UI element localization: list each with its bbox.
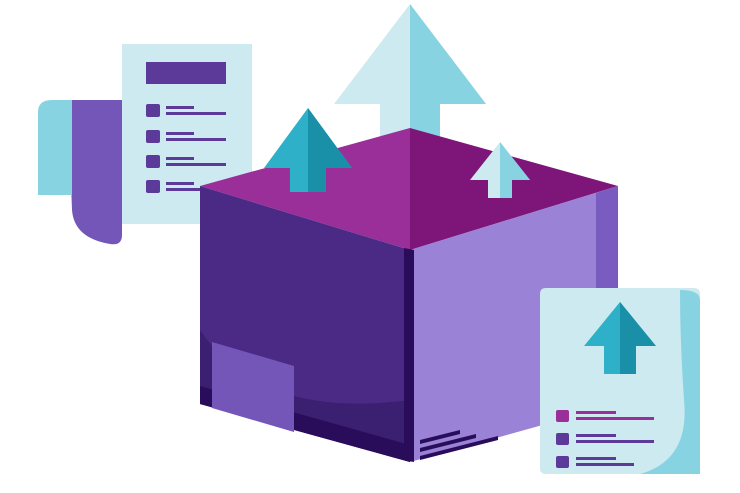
- document-line: [576, 457, 616, 460]
- document-curl: [640, 290, 700, 474]
- scroll-line: [166, 106, 194, 109]
- document-line: [576, 417, 654, 420]
- document-sheet: [540, 288, 700, 474]
- arrow-teal-dark: [308, 108, 352, 192]
- large-upload-arrow-icon: [334, 4, 486, 150]
- box-corner-edge: [404, 248, 414, 462]
- scroll-line: [166, 138, 226, 141]
- barcode-line: [420, 430, 460, 444]
- arrow-head-shade: [410, 4, 486, 150]
- document-checkbox: [556, 410, 569, 422]
- package-box-icon: [200, 128, 618, 462]
- scroll-checkbox: [146, 130, 160, 143]
- box-label-patch: [212, 342, 294, 432]
- scroll-line: [166, 188, 206, 191]
- document-line: [576, 434, 616, 437]
- scroll-curl: [68, 100, 122, 245]
- box-left-shadow: [200, 330, 410, 462]
- box-top-right: [410, 128, 618, 250]
- barcode-line: [420, 434, 476, 452]
- box-barcode-lines: [420, 430, 498, 460]
- medium-upload-arrow-icon: [264, 108, 352, 192]
- arrow-small-shade: [500, 142, 530, 198]
- scroll-edge: [38, 100, 72, 195]
- scroll-line: [166, 132, 194, 135]
- scroll-line: [166, 157, 194, 160]
- document-checklist: [556, 410, 654, 468]
- document-line: [576, 440, 654, 443]
- scroll-checkbox: [146, 180, 160, 193]
- document-checkbox: [556, 433, 569, 445]
- scroll-checklist: [146, 104, 226, 193]
- scroll-checkbox: [146, 104, 160, 117]
- small-upload-arrow-icon: [470, 142, 530, 198]
- document-arrow-dark: [620, 302, 656, 374]
- barcode-line: [420, 436, 498, 460]
- scroll-line: [166, 112, 226, 115]
- scroll-line: [166, 163, 226, 166]
- scroll-line: [166, 182, 194, 185]
- upload-document-icon: [540, 288, 700, 474]
- scroll-header-bar: [146, 62, 226, 84]
- document-line: [576, 411, 616, 414]
- scroll-checkbox: [146, 155, 160, 168]
- document-line: [576, 463, 634, 466]
- document-checkbox: [556, 456, 569, 468]
